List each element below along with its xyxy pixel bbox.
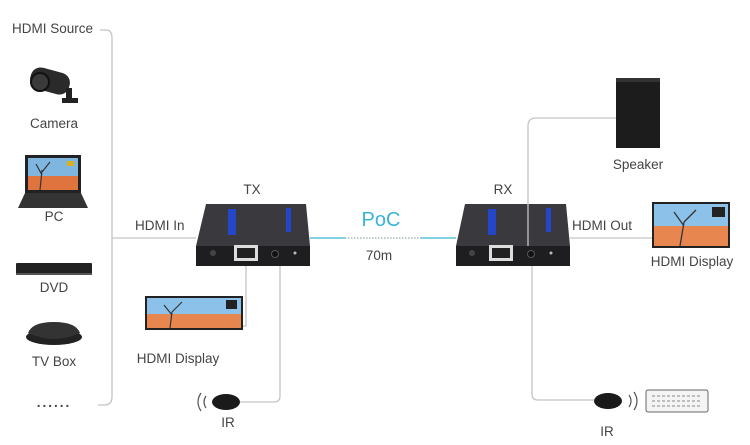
- camera-icon: [30, 67, 78, 103]
- rx-display-icon: [652, 202, 730, 248]
- hdmi-out-label: HDMI Out: [572, 218, 632, 233]
- distance-label: 70m: [366, 248, 392, 263]
- dvd-player-icon: [16, 263, 92, 275]
- tx-display-line: [243, 266, 247, 327]
- ir-receiver-icon: [594, 391, 638, 411]
- remote-control-icon: [645, 389, 709, 413]
- rx-label: RX: [494, 182, 513, 197]
- hdmi-in-label: HDMI In: [135, 218, 185, 233]
- tx-label: TX: [243, 182, 260, 197]
- rx-device: [456, 204, 570, 266]
- rx-ir-label: IR: [600, 424, 614, 439]
- source-label-dvd: DVD: [40, 280, 69, 295]
- sources-more: ......: [37, 395, 72, 410]
- tv-box-icon: [26, 322, 82, 345]
- source-bracket: [98, 29, 113, 406]
- rx-ir-line: [531, 266, 594, 401]
- speaker-label: Speaker: [613, 157, 664, 172]
- laptop-icon: [18, 155, 88, 208]
- source-label-tv-box: TV Box: [32, 354, 77, 369]
- tx-ir-line: [240, 266, 281, 403]
- sources-title: HDMI Source: [12, 21, 93, 36]
- speaker-icon: [616, 78, 660, 148]
- source-label-camera: Camera: [30, 116, 79, 131]
- tx-ir-label: IR: [221, 415, 235, 430]
- rx-display-label: HDMI Display: [651, 254, 734, 269]
- tx-display-label: HDMI Display: [137, 351, 220, 366]
- speaker-line: [527, 117, 616, 246]
- tx-device: [196, 204, 310, 266]
- source-label-pc: PC: [45, 209, 64, 224]
- ir-emitter-icon: [197, 392, 240, 412]
- poc-label: PoC: [362, 209, 401, 231]
- tx-display-icon: [145, 296, 243, 330]
